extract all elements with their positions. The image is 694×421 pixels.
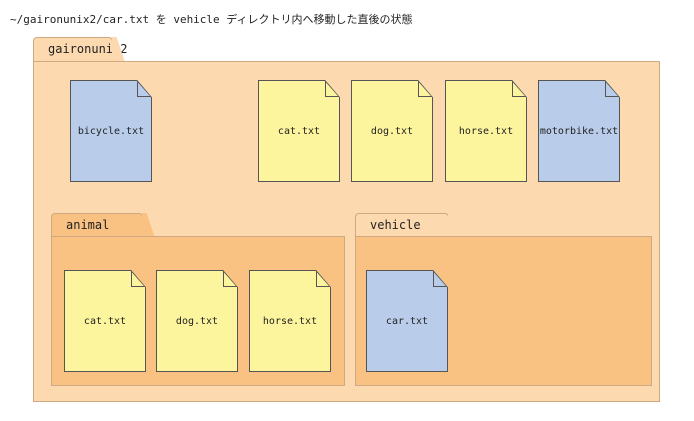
- file-car-txt[interactable]: car.txt: [366, 270, 448, 372]
- folder-label: animal: [66, 218, 110, 232]
- folder-tab: gaironunix2: [33, 37, 127, 62]
- folder-label: gaironunix2: [48, 42, 128, 56]
- file-name: motorbike.txt: [539, 125, 619, 137]
- file-dog-txt[interactable]: dog.txt: [351, 80, 433, 182]
- folder-tab: animal: [51, 213, 143, 238]
- file-cat-txt[interactable]: cat.txt: [258, 80, 340, 182]
- file-name: dog.txt: [175, 315, 219, 327]
- file-horse-txt[interactable]: horse.txt: [249, 270, 331, 372]
- file-motorbike-txt[interactable]: motorbike.txt: [538, 80, 620, 182]
- diagram-caption: ~/gaironunix2/car.txt を vehicle ディレクトリ内へ…: [10, 13, 413, 26]
- folder-tab: vehicle: [355, 213, 449, 238]
- file-horse-txt[interactable]: horse.txt: [445, 80, 527, 182]
- file-dog-txt[interactable]: dog.txt: [156, 270, 238, 372]
- folder-label: vehicle: [370, 218, 421, 232]
- file-name: cat.txt: [277, 125, 321, 137]
- file-cat-txt[interactable]: cat.txt: [64, 270, 146, 372]
- file-name: horse.txt: [458, 125, 514, 137]
- file-name: dog.txt: [370, 125, 414, 137]
- file-name: cat.txt: [83, 315, 127, 327]
- file-bicycle-txt[interactable]: bicycle.txt: [70, 80, 152, 182]
- file-name: bicycle.txt: [77, 125, 145, 137]
- file-name: car.txt: [385, 315, 429, 327]
- file-name: horse.txt: [262, 315, 318, 327]
